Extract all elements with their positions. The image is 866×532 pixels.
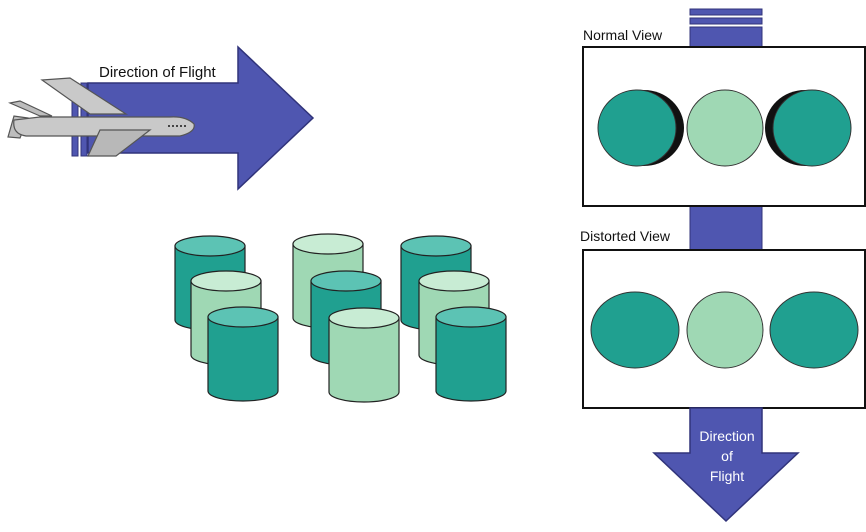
distorted-right-ellipse bbox=[769, 291, 859, 369]
normal-view-label: Normal View bbox=[583, 27, 663, 43]
normal-right-circle bbox=[772, 89, 852, 167]
right-panel: Normal View Distorted View Direction of … bbox=[580, 8, 866, 523]
normal-middle-circle bbox=[686, 89, 764, 167]
airplane-icon bbox=[7, 77, 195, 157]
cylinder-icon bbox=[207, 306, 279, 402]
distorted-middle-ellipse bbox=[686, 291, 764, 369]
cylinder-icon bbox=[328, 307, 400, 403]
bottom-arrow-line-1: Direction bbox=[699, 428, 754, 444]
bottom-arrow-line-2: of bbox=[721, 448, 733, 464]
normal-left-circle bbox=[597, 89, 677, 167]
distorted-view-label: Distorted View bbox=[580, 228, 671, 244]
top-arrow-label: Direction of Flight bbox=[99, 64, 217, 81]
cylinder-icon bbox=[435, 306, 507, 402]
bottom-flight-arrow bbox=[652, 407, 800, 523]
bottom-arrow-line-3: Flight bbox=[710, 468, 744, 484]
distorted-left-ellipse bbox=[590, 291, 680, 369]
cylinder-field bbox=[174, 233, 507, 403]
